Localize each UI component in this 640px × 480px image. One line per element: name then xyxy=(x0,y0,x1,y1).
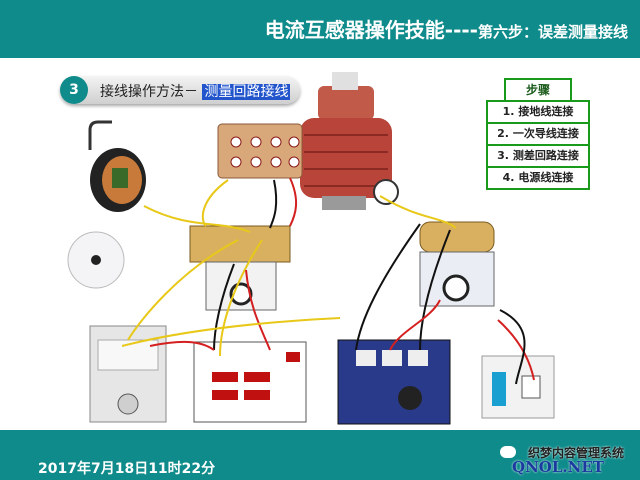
cable-reel xyxy=(88,120,146,212)
step-number-badge: 3 xyxy=(60,76,88,104)
voltage-regulator xyxy=(419,221,495,307)
page-title: 电流互感器操作技能----第六步：误差测量接线 xyxy=(265,14,628,43)
watermark-line2: QNOL.NET xyxy=(512,458,604,476)
footer-date: 2017年7月18日11时22分 xyxy=(38,461,216,477)
step-bar-label: 接线操作方法－ xyxy=(100,84,198,100)
step-bar-highlight: 测量回路接线 xyxy=(202,84,291,100)
wires xyxy=(121,177,535,385)
power-socket-panel xyxy=(481,355,555,419)
page-title-main: 电流互感器操作技能---- xyxy=(264,18,478,42)
watermark-line1: 织梦内容管理系统 xyxy=(528,446,625,460)
power-supply-unit xyxy=(337,339,451,425)
page-title-subtitle: 第六步：误差测量接线 xyxy=(477,23,628,41)
header-bar: 电流互感器操作技能----第六步：误差测量接线 xyxy=(0,0,640,58)
step-item-4[interactable]: 4. 电源线连接 xyxy=(486,166,590,190)
step-bar-text: 接线操作方法－ 测量回路接线 xyxy=(100,81,291,101)
ct-terminal-box xyxy=(217,123,303,179)
wechat-icon xyxy=(500,446,516,458)
load-box-left xyxy=(189,225,291,311)
footer-bar xyxy=(0,430,640,480)
standard-transformer-box xyxy=(89,325,167,423)
ct-secondary-connector xyxy=(373,179,399,205)
burden-disc xyxy=(67,231,125,289)
error-calibrator xyxy=(193,341,307,423)
current-transformer xyxy=(300,72,392,210)
